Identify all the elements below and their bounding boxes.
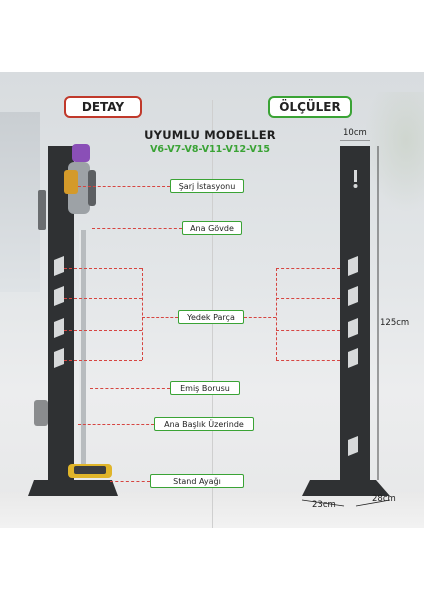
connector-body <box>92 228 182 229</box>
label-charging-station: Şarj İstasyonu <box>170 179 244 193</box>
compatible-models-title: UYUMLU MODELLER <box>144 128 276 142</box>
label-main-body: Ana Gövde <box>182 221 242 235</box>
connector-parts-left-d <box>64 360 142 361</box>
connector-base <box>110 481 150 482</box>
tab-detay[interactable]: DETAY <box>64 96 142 118</box>
background-plant <box>364 92 424 212</box>
connector-parts-right-d <box>276 360 340 361</box>
background-window <box>0 112 40 292</box>
dim-top-width: 10cm <box>343 128 367 138</box>
connector-head <box>78 424 154 425</box>
dim-charger-slot <box>354 170 357 182</box>
connector-parts-right-b <box>276 298 340 299</box>
dim-stand-base <box>302 480 390 496</box>
stand-with-vacuum-illustration <box>28 144 118 496</box>
label-head-holder: Ana Başlık Üzerinde <box>154 417 254 431</box>
dim-stand-slots <box>348 256 358 456</box>
compatible-models-list: V6-V7-V8-V11-V12-V15 <box>150 144 270 155</box>
connector-parts-right-vertical <box>276 268 277 360</box>
vacuum-cyclone <box>64 170 78 194</box>
connector-parts-left-a <box>64 268 142 269</box>
dim-base-width: 28cm <box>372 494 396 504</box>
vacuum-wand <box>80 230 86 470</box>
connector-parts-center <box>142 317 178 318</box>
label-suction-tube: Emiş Borusu <box>170 381 240 395</box>
accessory-brush <box>34 400 48 426</box>
connector-parts-left-b <box>64 298 142 299</box>
vacuum-filter <box>72 144 90 162</box>
connector-parts-right <box>244 317 276 318</box>
tab-olculer[interactable]: ÖLÇÜLER <box>268 96 352 118</box>
connector-parts-right-a <box>276 268 340 269</box>
label-stand-foot: Stand Ayağı <box>150 474 244 488</box>
connector-wand <box>90 388 170 389</box>
connector-parts-right-c <box>276 330 340 331</box>
label-spare-parts: Yedek Parça <box>178 310 244 324</box>
connector-parts-left-vertical <box>142 268 143 360</box>
stand-slots <box>54 256 64 368</box>
dim-stand-post <box>340 146 370 482</box>
dim-base-depth: 23cm <box>312 500 336 510</box>
accessory-crevice-tool <box>38 190 46 230</box>
connector-charger <box>78 186 170 187</box>
connector-parts-left-c <box>64 330 142 331</box>
stand-base <box>28 480 118 496</box>
stand-dimensions-illustration <box>301 140 391 507</box>
dim-height: 125cm <box>380 318 410 328</box>
vacuum-handle <box>88 170 96 206</box>
